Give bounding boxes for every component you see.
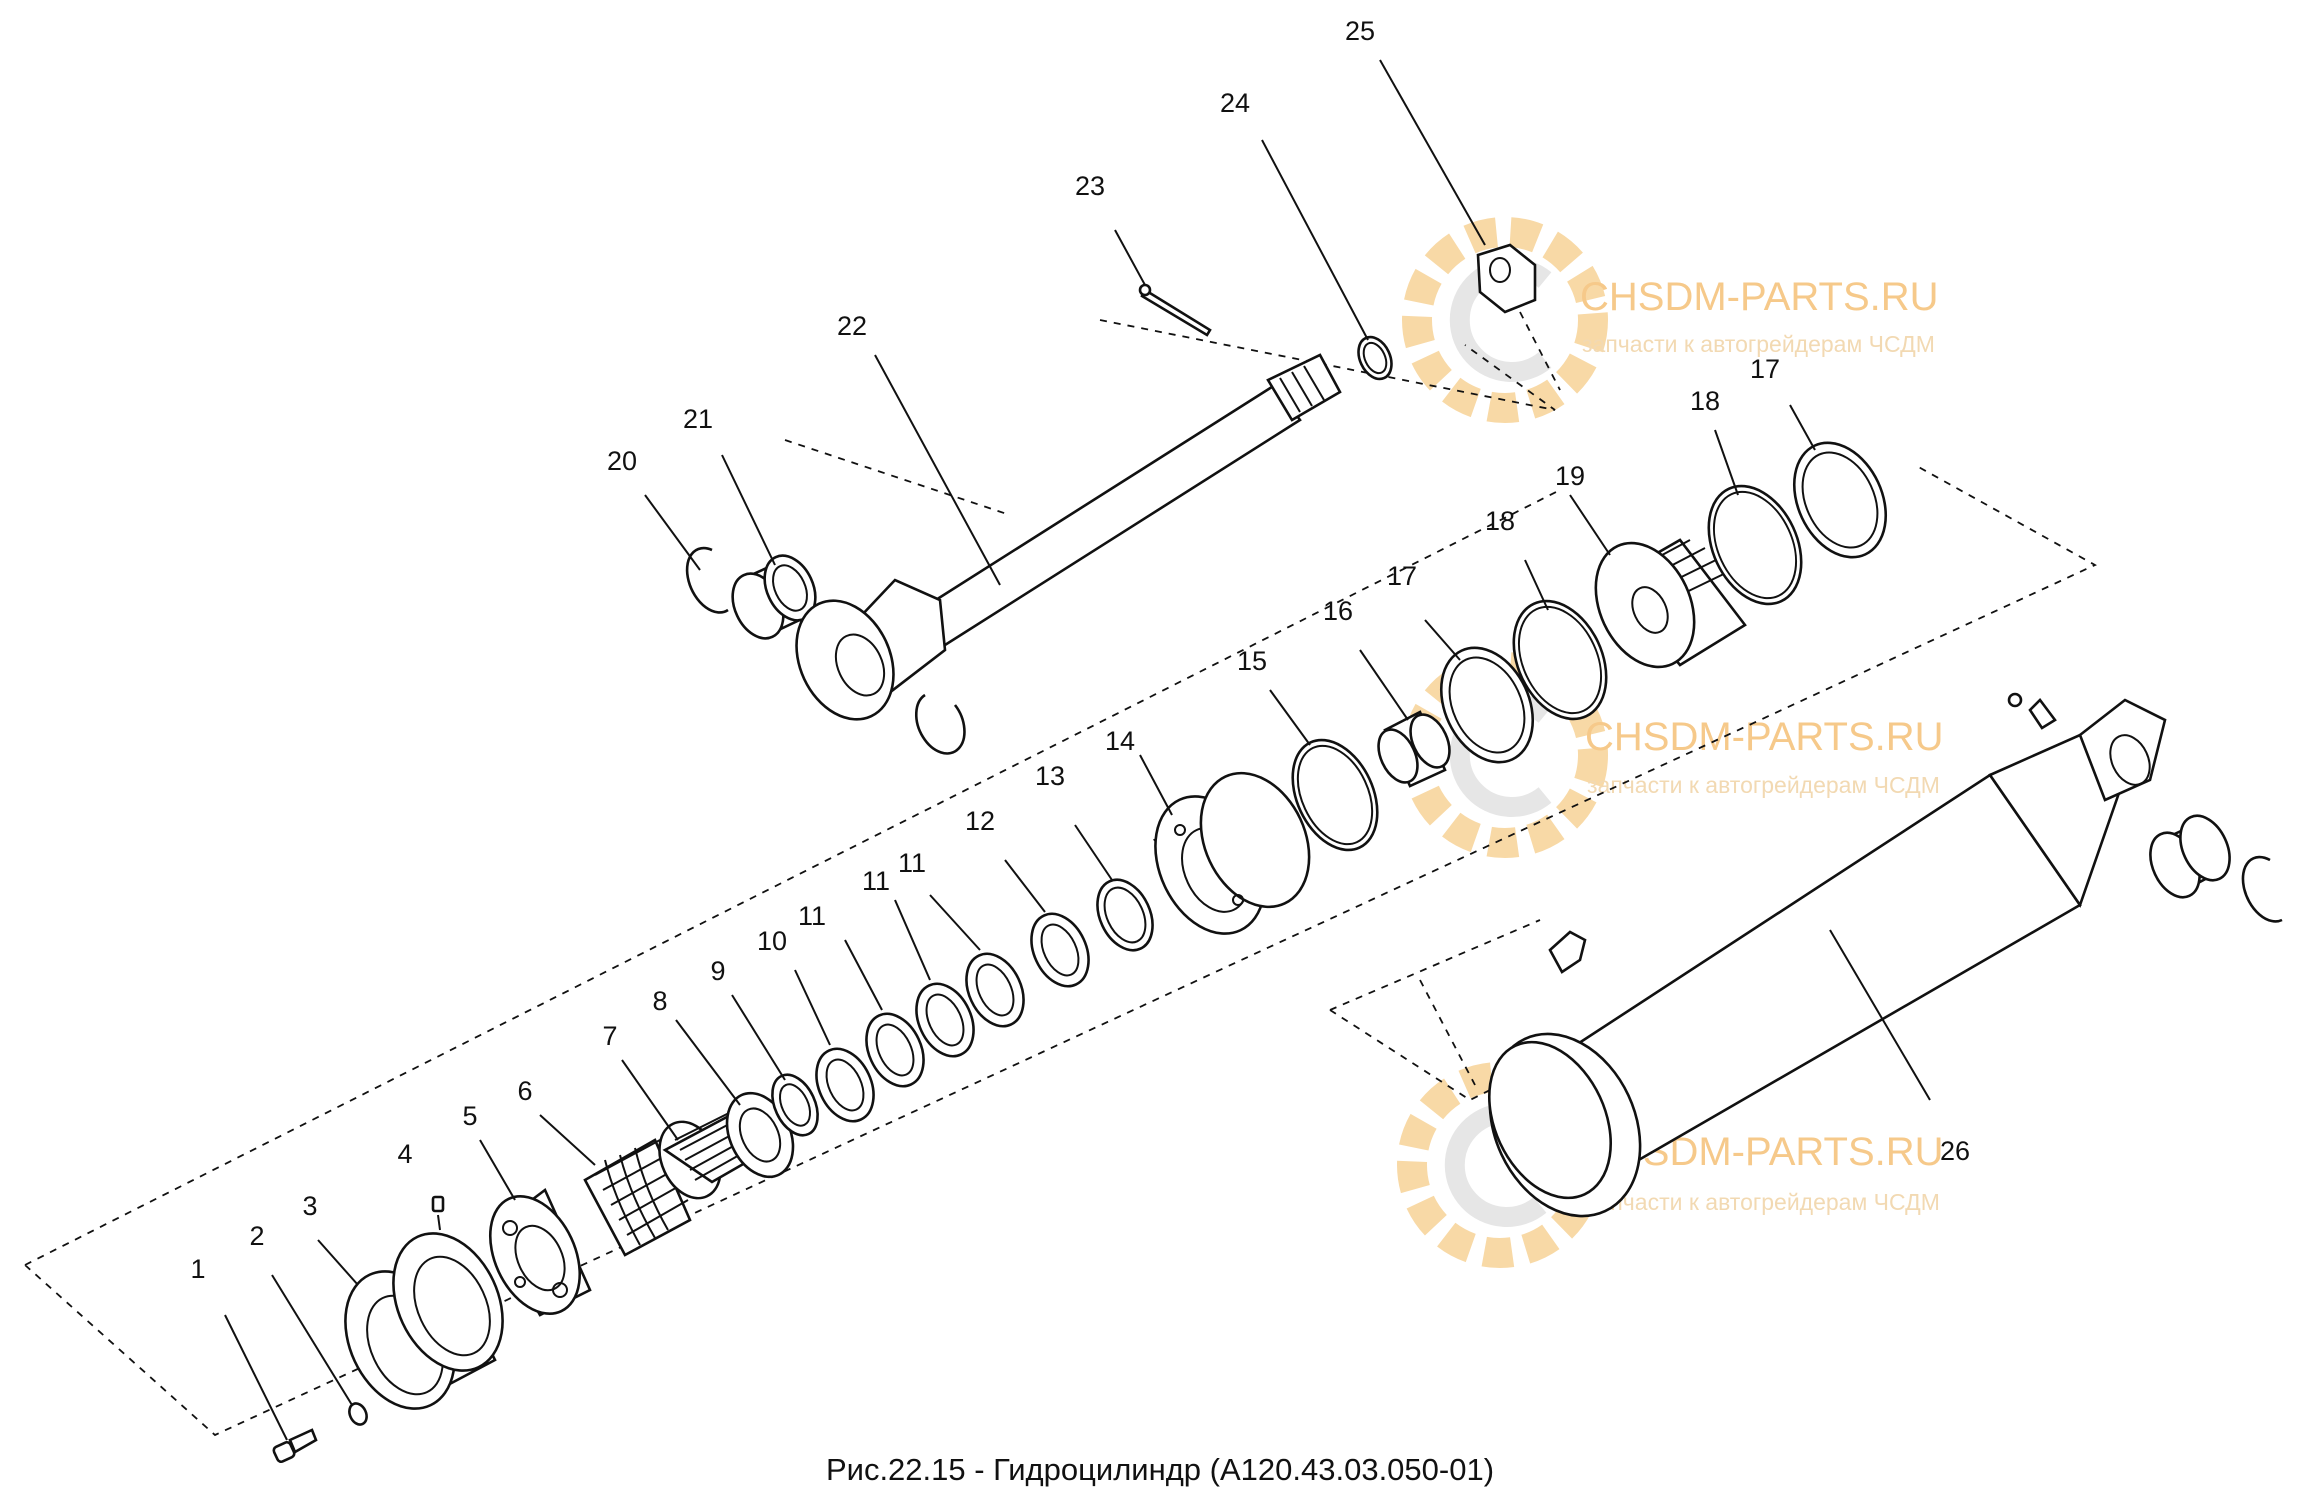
part-16-bushing (1359, 649, 1451, 788)
label-20: 20 (607, 446, 637, 476)
watermark-tagline: запчасти к автогрейдерам ЧСДМ (1582, 331, 1935, 357)
part-3-nut-ring (317, 1232, 504, 1410)
part-23-cotter-pin (1114, 229, 1212, 337)
label-23: 23 (1075, 171, 1105, 201)
part-18-ring-lower (1512, 559, 1608, 721)
label-12: 12 (965, 806, 995, 836)
part-10-o-ring (794, 969, 875, 1123)
label-1: 1 (190, 1254, 205, 1284)
part-5-flange (479, 1139, 592, 1317)
label-22: 22 (837, 311, 867, 341)
part-9-ring (731, 994, 819, 1137)
label-24: 24 (1220, 88, 1250, 118)
part-2-washer (271, 1274, 368, 1426)
label-11-b: 11 (862, 866, 890, 896)
label-15: 15 (1237, 646, 1267, 676)
part-17-seal-ring-lower (1424, 619, 1535, 764)
label-7: 7 (602, 1021, 617, 1051)
part-20-retaining-ring (644, 494, 729, 614)
part-13-ring (1074, 824, 1154, 952)
part-19-piston (1569, 494, 1747, 669)
label-14: 14 (1105, 726, 1135, 756)
part-26-cylinder-barrel (1487, 692, 2283, 1218)
part-14-gland (1139, 754, 1311, 935)
part-25-castle-nut (1379, 59, 1537, 314)
label-11-c: 11 (898, 848, 926, 878)
label-21: 21 (683, 404, 713, 434)
label-3: 3 (302, 1191, 317, 1221)
label-8: 8 (652, 986, 667, 1016)
part-11-seal-ring-c (929, 894, 1025, 1028)
part-17-seal-ring-upper (1789, 404, 1888, 559)
gear-logo-icon (1402, 217, 1608, 423)
watermark-tagline: запчасти к автогрейдерам ЧСДМ (1587, 1189, 1940, 1215)
assembly-guide-lines (24, 311, 2097, 1437)
watermark-name: CHSDM-PARTS.RU (1585, 715, 1944, 759)
label-18-lower: 18 (1485, 506, 1515, 536)
part-11-seal-ring-a (844, 939, 925, 1088)
part-11-seal-ring-b (894, 899, 975, 1058)
label-5: 5 (462, 1101, 477, 1131)
part-15-ring (1269, 689, 1379, 852)
label-16: 16 (1323, 596, 1353, 626)
figure-caption: Рис.22.15 - Гидроцилиндр (А120.43.03.050… (826, 1452, 1494, 1487)
part-18-ring-upper (1707, 429, 1803, 606)
label-9: 9 (710, 956, 725, 986)
watermark-name: CHSDM-PARTS.RU (1580, 275, 1939, 319)
label-6: 6 (517, 1076, 532, 1106)
label-17-lower: 17 (1387, 561, 1417, 591)
label-19: 19 (1555, 461, 1585, 491)
part-4-set-screw (431, 1195, 445, 1231)
part-number-labels: 1 2 3 4 5 6 7 8 9 10 11 11 11 12 13 14 1… (190, 16, 1970, 1284)
label-10: 10 (757, 926, 787, 956)
label-26: 26 (1940, 1136, 1970, 1166)
label-4: 4 (397, 1139, 412, 1169)
part-12-seal-ring (1004, 859, 1090, 988)
watermark-tagline: запчасти к автогрейдерам ЧСДМ (1587, 772, 1940, 798)
part-21-bearing (721, 454, 817, 640)
label-11-a: 11 (798, 901, 826, 931)
part-1-bolt (224, 1314, 318, 1464)
label-2: 2 (249, 1221, 264, 1251)
label-18-upper: 18 (1690, 386, 1720, 416)
watermark-middle: CHSDM-PARTS.RU запчасти к автогрейдерам … (1402, 652, 1944, 858)
part-24-washer (1261, 139, 1393, 381)
label-17-upper: 17 (1750, 354, 1780, 384)
label-25: 25 (1345, 16, 1375, 46)
part-22-piston-rod (795, 353, 1342, 755)
label-13: 13 (1035, 761, 1065, 791)
